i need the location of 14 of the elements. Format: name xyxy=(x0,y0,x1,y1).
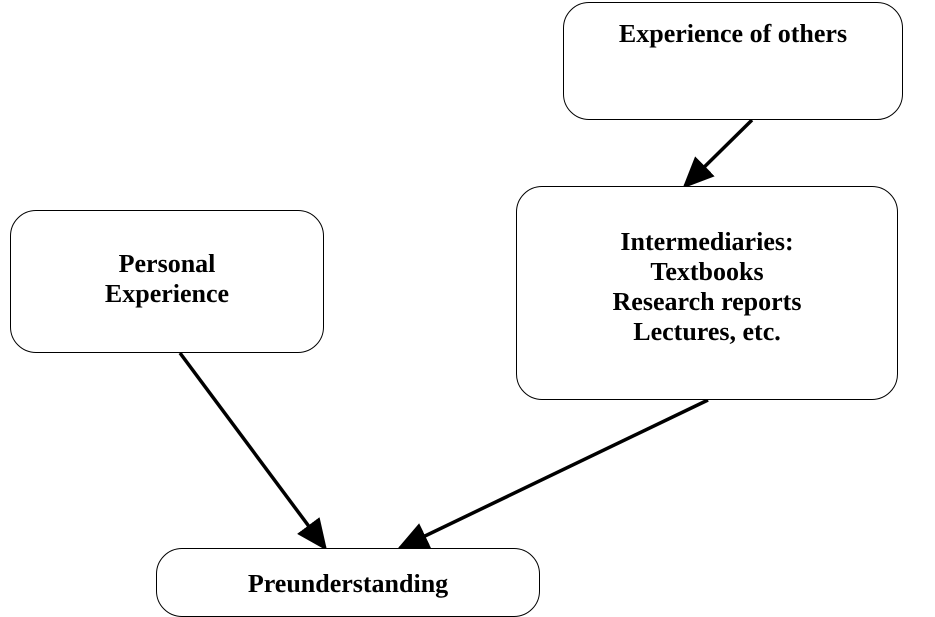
rounded-box xyxy=(156,548,540,617)
rounded-box xyxy=(516,186,898,400)
arrow xyxy=(682,118,754,188)
node-text: Experience of others xyxy=(618,19,848,49)
rounded-box xyxy=(563,2,903,120)
arrow xyxy=(178,352,328,551)
node-text: Personal Experience xyxy=(104,249,230,309)
node-text: Lectures, etc. xyxy=(633,316,781,347)
rounded-box xyxy=(10,210,324,353)
node-text: Intermediaries: xyxy=(620,227,794,257)
node-text: Preunderstanding xyxy=(248,569,448,599)
node-text: Textbooks xyxy=(650,256,764,287)
node-text: Research reports xyxy=(612,286,802,317)
arrow xyxy=(396,398,709,550)
